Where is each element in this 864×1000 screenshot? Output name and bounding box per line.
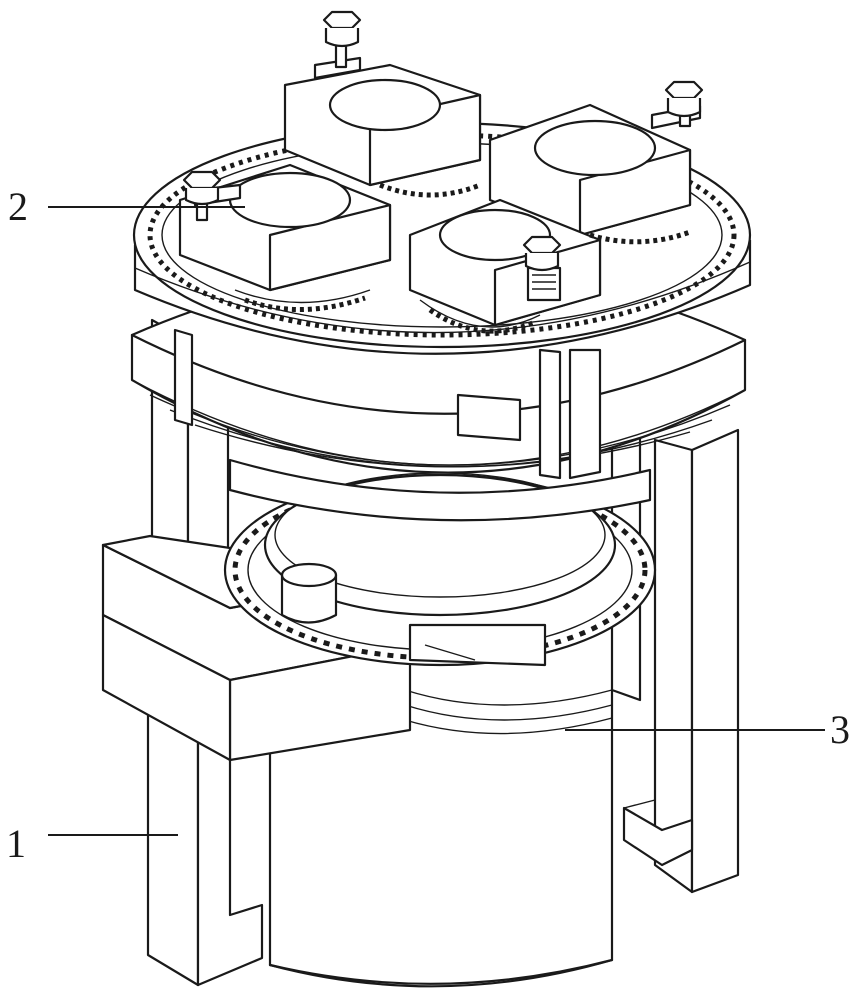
callout-2-label: 2 (8, 184, 28, 229)
callout-1-label: 1 (6, 821, 26, 866)
post (282, 564, 336, 623)
clamp-block-back (285, 12, 480, 185)
callout-3-label: 3 (830, 707, 850, 752)
